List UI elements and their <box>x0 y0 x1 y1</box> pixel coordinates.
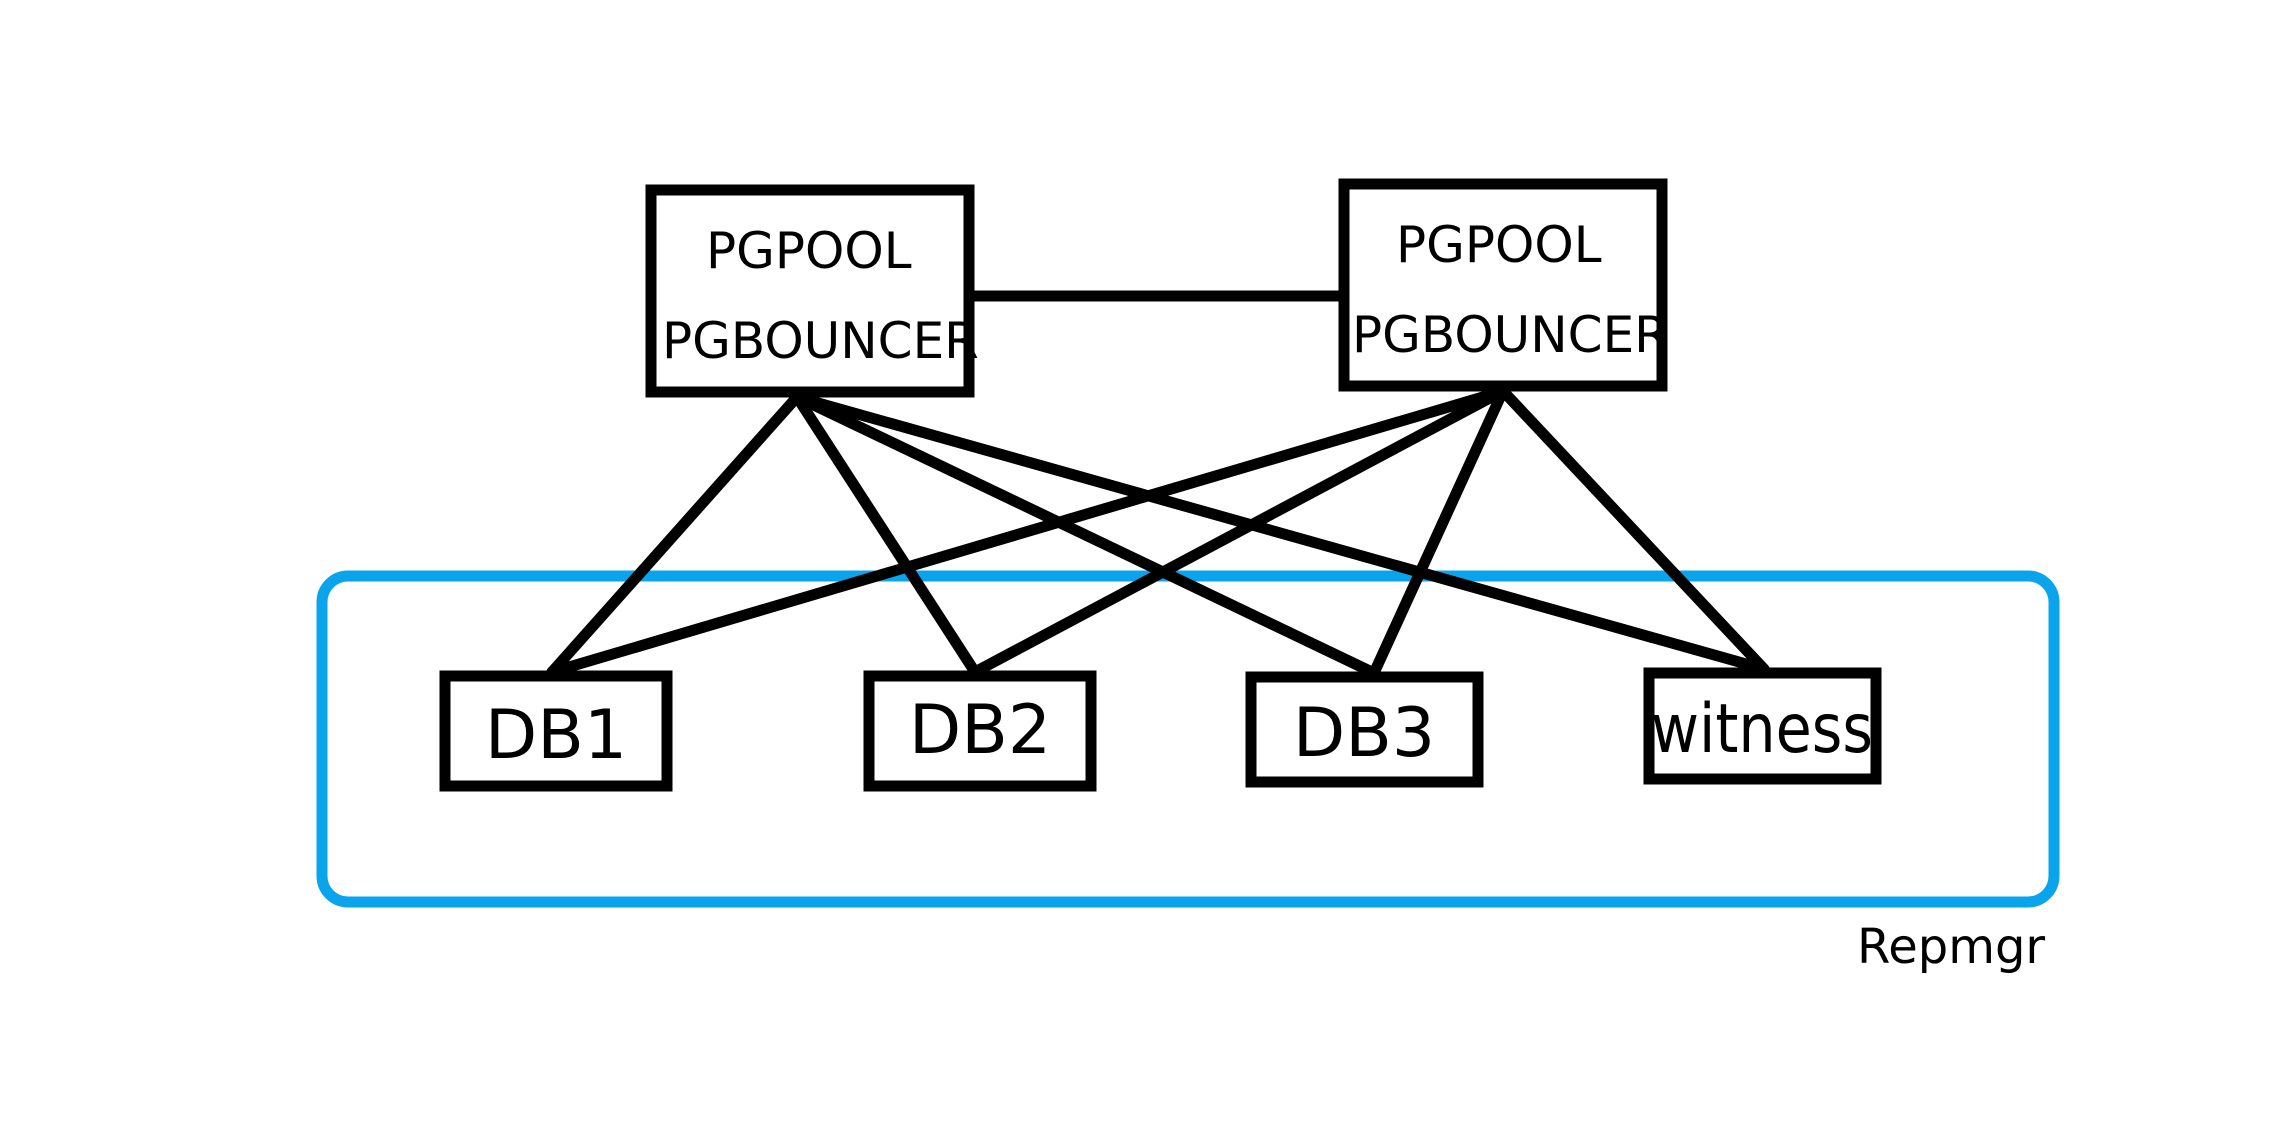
edge-pool-left-to-db2 <box>791 391 981 678</box>
db3-box <box>1245 671 1484 788</box>
edge-pool-right-to-db2 <box>969 385 1509 678</box>
repmgr-group-box <box>316 570 2060 908</box>
edge-pool-right-to-db3 <box>1368 385 1509 679</box>
pool-node-right-box <box>1338 178 1668 392</box>
edge-pool-left-to-db1 <box>546 391 803 678</box>
db3-label: DB3 <box>1293 694 1435 773</box>
pool-node-right[interactable]: PGPOOL PGBOUNCER <box>1338 178 1669 392</box>
edge-pool-left-to-db3 <box>791 391 1380 679</box>
pool-node-right-line2: PGBOUNCER <box>1352 306 1669 364</box>
pool-node-left-box <box>645 184 975 398</box>
db2-node[interactable]: DB2 <box>863 670 1097 792</box>
witness-box <box>1643 667 1882 785</box>
db2-label: DB2 <box>909 691 1051 770</box>
pool-node-left-line1: PGPOOL <box>706 222 912 280</box>
db1-label: DB1 <box>485 696 627 775</box>
db3-node[interactable]: DB3 <box>1245 671 1484 788</box>
pool-node-left[interactable]: PGPOOL PGBOUNCER <box>645 184 979 398</box>
edge-pool-right-to-db1 <box>546 385 1509 678</box>
db2-box <box>863 670 1097 792</box>
db1-box <box>439 670 673 792</box>
edge-pool-left-to-witness <box>791 391 1770 675</box>
witness-node[interactable]: witness <box>1643 667 1882 785</box>
repmgr-group-label: Repmgr <box>1857 919 2045 975</box>
witness-label: witness <box>1651 690 1873 769</box>
edge-pool-right-to-witness <box>1497 385 1770 675</box>
db1-node[interactable]: DB1 <box>439 670 673 792</box>
connection-lines <box>546 290 1770 679</box>
pool-node-right-line1: PGPOOL <box>1396 216 1602 274</box>
pool-node-left-line2: PGBOUNCER <box>662 312 979 370</box>
